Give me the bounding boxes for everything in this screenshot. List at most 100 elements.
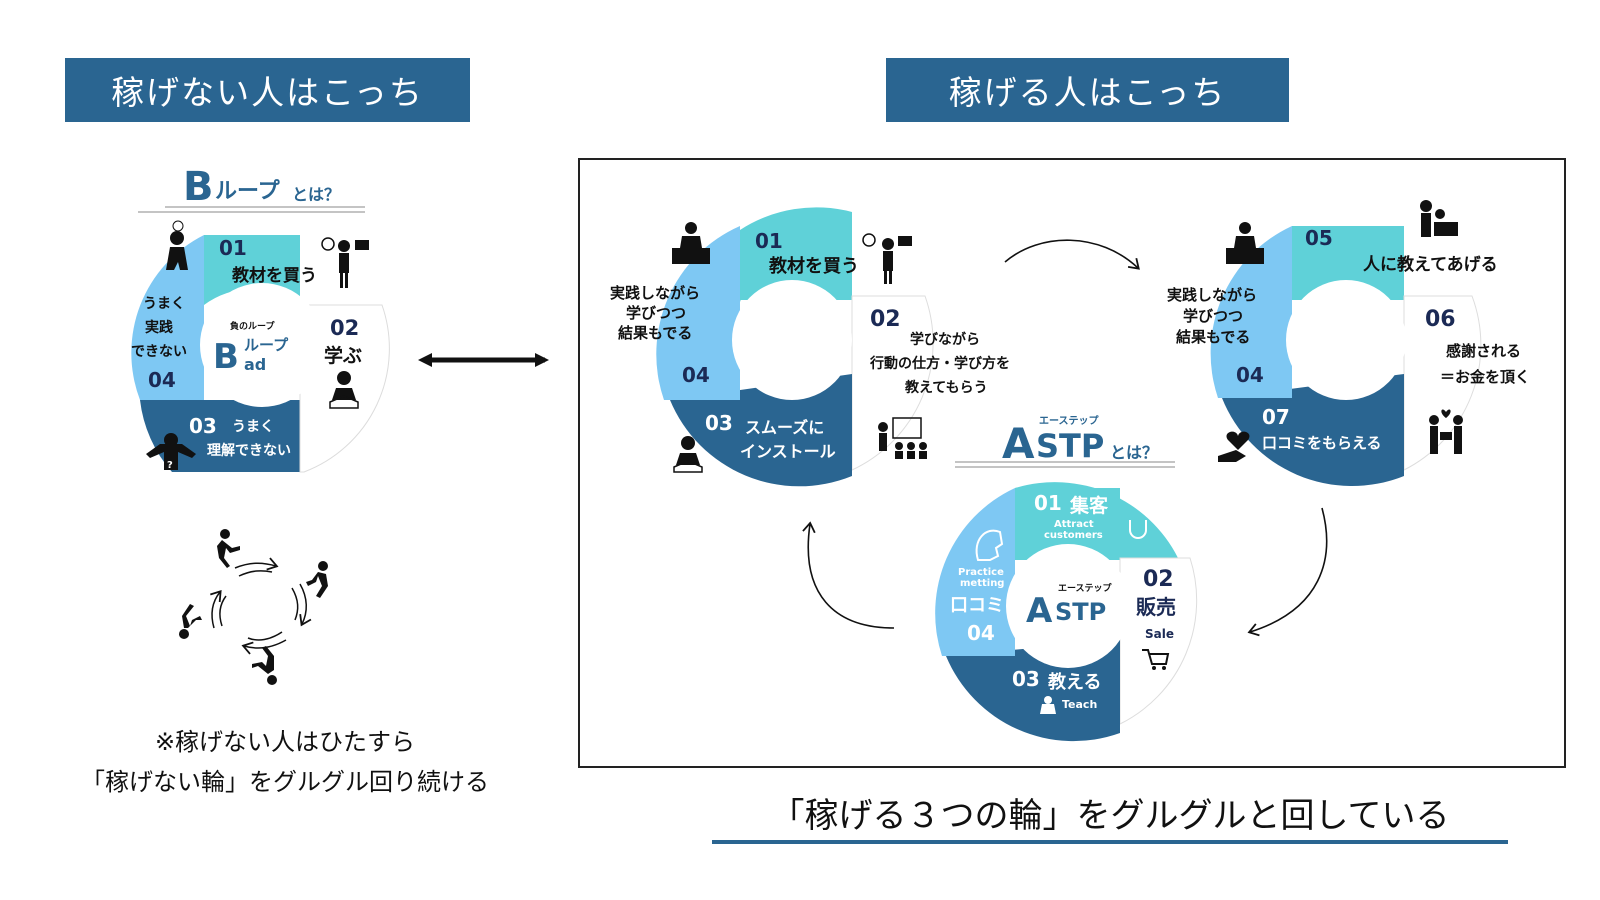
loop-b-seg05-label: 人に教えてあげる <box>1363 254 1498 275</box>
cart-icon <box>1142 649 1170 670</box>
loop-a-seg02-line3: 教えてもらう <box>905 379 988 396</box>
loop-a-seg04-number: 04 <box>682 363 710 387</box>
loop-b-seg07-number: 07 <box>1262 405 1290 429</box>
loop-b-seg06-number: 06 <box>1425 307 1456 332</box>
astp-seg01-number: 01 <box>1034 491 1062 515</box>
bad-loop-diagram: B ループ とは？ 負のループ B ループ ad 01 教材を買う 02 学ぶ … <box>131 164 390 473</box>
endless-loop-illustration <box>179 529 328 685</box>
bad-loop-note: ※稼げない人はひたすら 「稼げない輪」をグルグル回り続ける <box>40 722 530 802</box>
banner-left-title: 稼げない人はこっち <box>65 58 470 122</box>
reading-person-icon <box>329 371 359 409</box>
runner-icon <box>252 646 277 685</box>
note-line-2: 「稼げない輪」をグルグル回り続ける <box>81 768 489 796</box>
loop-a-seg04-line3: 結果もでる <box>618 324 692 342</box>
loop-b-seg07-label: 口コミをもらえる <box>1262 434 1382 452</box>
caption-underline <box>712 840 1508 844</box>
loop-a-seg01-label: 教材を買う <box>769 255 859 277</box>
bad-seg04-line3: できない <box>131 344 187 360</box>
bottom-caption: 「稼げる３つの輪」をグルグルと回している <box>770 796 1450 836</box>
bad-seg04-line2: 実践 <box>145 319 173 336</box>
runner-icon <box>217 529 240 568</box>
astp-seg02-number: 02 <box>1143 567 1174 592</box>
bad-center-ad: ad <box>244 355 266 374</box>
astp-title-suffix: とは？ <box>1110 443 1158 462</box>
loop-a-seg02-number: 02 <box>870 307 901 332</box>
bad-seg02-number: 02 <box>330 316 359 340</box>
loop-b-diagram: 05 人に教えてあげる 06 感謝される ＝お金を頂く 07 口コミをもらえる … <box>1167 200 1530 487</box>
bad-loop-title: B ループ とは？ <box>138 164 365 213</box>
loop-b-seg04-line1: 実践しながら <box>1167 286 1257 304</box>
loop-a-seg01-number: 01 <box>755 229 783 253</box>
loop-b-seg05-number: 05 <box>1305 226 1333 250</box>
loop-a-seg04-line1: 実践しながら <box>610 284 700 302</box>
teacher-class-icon <box>878 417 927 459</box>
astp-center-a: A <box>1026 591 1053 631</box>
astp-seg01-label: 集客 <box>1069 494 1109 517</box>
astp-seg04-en2: metting <box>960 578 1004 589</box>
astp-seg04-en1: Practice <box>958 567 1004 578</box>
loop-b-seg06-line2: ＝お金を頂く <box>1440 368 1530 386</box>
astp-seg03-label: 教える <box>1048 671 1101 693</box>
bad-center-small-label: 負のループ <box>230 320 275 332</box>
reading-person-icon <box>673 436 703 473</box>
bad-loop-center <box>200 283 324 407</box>
loop-b-seg04-quadrant <box>1210 226 1292 398</box>
loop-b-seg06-quadrant <box>1403 295 1482 471</box>
flow-arrow-astp-to-a <box>802 521 895 629</box>
loop-a-seg03-line2: インストール <box>740 442 836 461</box>
svg-text:B: B <box>183 164 214 210</box>
loop-b-seg06-line1: 感謝される <box>1446 342 1521 360</box>
success-loops-frame <box>578 158 1566 768</box>
bad-seg03-quadrant <box>140 400 300 472</box>
loop-a-seg02-line2: 行動の仕方・学び方を <box>869 355 1010 372</box>
bad-center-b: B <box>213 337 239 377</box>
bad-seg04-quadrant <box>131 235 204 400</box>
runner-icon <box>306 561 328 598</box>
loop-a-seg03-line1: スムーズに <box>745 418 824 437</box>
loop-a-diagram: 01 教材を買う 02 学びながら 行動の仕方・学び方を 教えてもらう 03 ス… <box>610 207 1010 487</box>
astp-seg03-number: 03 <box>1012 667 1040 691</box>
loop-b-center <box>1286 280 1406 400</box>
bad-seg01-label: 教材を買う <box>231 265 317 286</box>
astp-seg02-quadrant <box>1119 557 1198 725</box>
loop-a-seg02-line1: 学びながら <box>910 331 980 348</box>
teacher-icon <box>1040 696 1056 714</box>
astp-seg01-en2: customers <box>1044 530 1103 541</box>
buyer-icon <box>862 233 912 284</box>
loop-a-seg03-quadrant <box>670 374 852 487</box>
loop-a-seg04-quadrant <box>656 226 740 400</box>
astp-center-ruby: エーステップ <box>1058 582 1113 594</box>
svg-text:とは？: とは？ <box>292 185 340 204</box>
loop-a-center <box>732 280 852 400</box>
desk-worker-icon <box>672 222 710 264</box>
buyer-icon <box>321 237 369 288</box>
flow-arrow-a-to-b <box>1004 239 1140 270</box>
loop-a-seg04-line2: 学びつつ <box>626 304 686 322</box>
astp-title-a: A <box>1002 419 1035 468</box>
bad-seg03-label1: うまく <box>232 419 274 435</box>
tutoring-icon <box>1420 200 1458 237</box>
astp-seg03-en: Teach <box>1062 698 1097 711</box>
svg-text:ループ: ループ <box>215 179 281 204</box>
bad-seg01-number: 01 <box>219 236 247 260</box>
banner-right-title: 稼げる人はこっち <box>886 58 1289 122</box>
confused-person-icon <box>166 220 188 270</box>
astp-center <box>1006 544 1130 668</box>
astp-seg04-number: 04 <box>967 621 995 645</box>
loop-b-seg04-line3: 結果もでる <box>1176 328 1250 346</box>
bad-seg03-number: 03 <box>189 414 217 438</box>
heart-hand-icon <box>1218 431 1250 462</box>
bad-seg04-number: 04 <box>148 368 176 392</box>
astp-seg01-en1: Attract <box>1054 519 1094 530</box>
astp-seg02-en: Sale <box>1145 627 1174 641</box>
gift-exchange-icon <box>1429 409 1463 454</box>
bad-seg04-line1: うまく <box>143 296 185 312</box>
loop-a-seg02-quadrant <box>851 295 934 471</box>
astp-seg02-label: 販売 <box>1136 595 1176 619</box>
loop-b-seg04-number: 04 <box>1236 363 1264 387</box>
astp-center-stp: STP <box>1055 598 1106 626</box>
magnet-icon <box>1129 506 1156 539</box>
runner-icon <box>179 604 202 639</box>
astp-title-stp: STP <box>1036 427 1104 465</box>
